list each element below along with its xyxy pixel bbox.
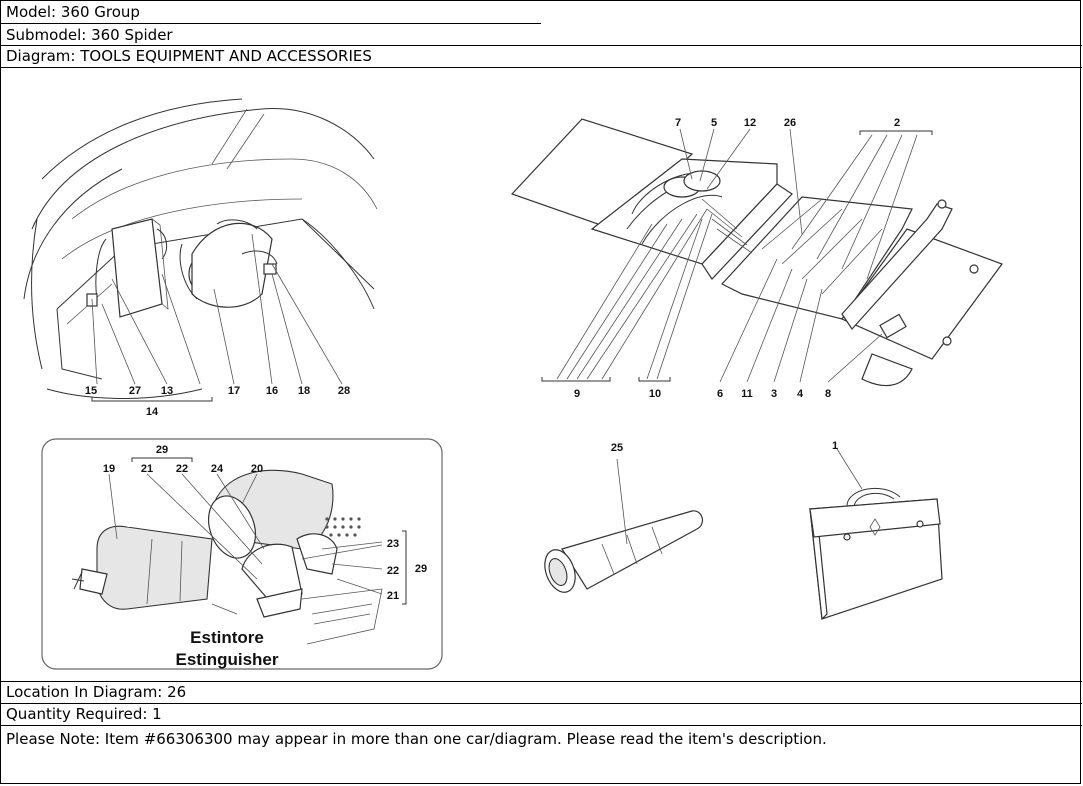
callout-10: 10 xyxy=(649,388,661,400)
submodel-row: Submodel: 360 Spider xyxy=(6,26,173,44)
callout-22: 22 xyxy=(176,463,188,475)
divider xyxy=(1,23,541,24)
divider xyxy=(1,67,1082,68)
callout-3: 3 xyxy=(771,388,777,400)
tool-roll-illustration xyxy=(510,118,1003,387)
parts-diagram: 15 27 13 17 16 18 28 14 xyxy=(2,69,1080,681)
divider xyxy=(1,681,1082,682)
callout-22-right: 22 xyxy=(387,565,399,577)
callout-9: 9 xyxy=(574,388,580,400)
callout-23: 23 xyxy=(387,538,399,550)
divider xyxy=(1,45,1082,46)
callout-20: 20 xyxy=(251,463,263,475)
callout-21: 21 xyxy=(141,463,153,475)
callout-11: 11 xyxy=(741,388,753,400)
model-row: Model: 360 Group xyxy=(6,3,140,21)
note-row: Please Note: Item #66306300 may appear i… xyxy=(6,730,827,748)
extinguisher-inset xyxy=(41,438,443,670)
diagram-title-row: Diagram: TOOLS EQUIPMENT AND ACCESSORIES xyxy=(6,47,372,65)
callout-29: 29 xyxy=(156,444,168,456)
divider xyxy=(1,725,1082,726)
location-row: Location In Diagram: 26 xyxy=(6,683,187,701)
callout-4: 4 xyxy=(797,388,804,400)
callout-5: 5 xyxy=(711,117,717,129)
callout-13: 13 xyxy=(161,385,173,397)
quantity-row: Quantity Required: 1 xyxy=(6,705,162,723)
callout-16: 16 xyxy=(266,385,278,397)
callout-15: 15 xyxy=(85,385,97,397)
divider xyxy=(1,703,1082,704)
caption-english: Estinguisher xyxy=(176,650,279,669)
tool-bag-illustration xyxy=(809,448,943,621)
callout-8: 8 xyxy=(825,388,831,400)
caption-italian: Estintore xyxy=(190,628,264,647)
callout-12: 12 xyxy=(744,117,756,129)
callout-14: 14 xyxy=(146,406,159,418)
callout-28: 28 xyxy=(338,385,350,397)
callout-26: 26 xyxy=(784,117,796,129)
callout-24: 24 xyxy=(211,463,224,475)
callout-17: 17 xyxy=(228,385,240,397)
callout-7: 7 xyxy=(675,117,681,129)
callout-29-right: 29 xyxy=(415,563,427,575)
callout-21-right: 21 xyxy=(387,590,399,602)
callout-6: 6 xyxy=(717,388,723,400)
callout-27: 27 xyxy=(129,385,141,397)
callout-18: 18 xyxy=(298,385,310,397)
torch-illustration xyxy=(544,458,704,593)
vent-holes xyxy=(325,517,361,537)
callout-25: 25 xyxy=(611,442,623,454)
callout-19: 19 xyxy=(103,463,115,475)
callout-2: 2 xyxy=(894,117,900,129)
callout-1: 1 xyxy=(832,440,838,452)
trunk-illustration xyxy=(23,98,378,402)
